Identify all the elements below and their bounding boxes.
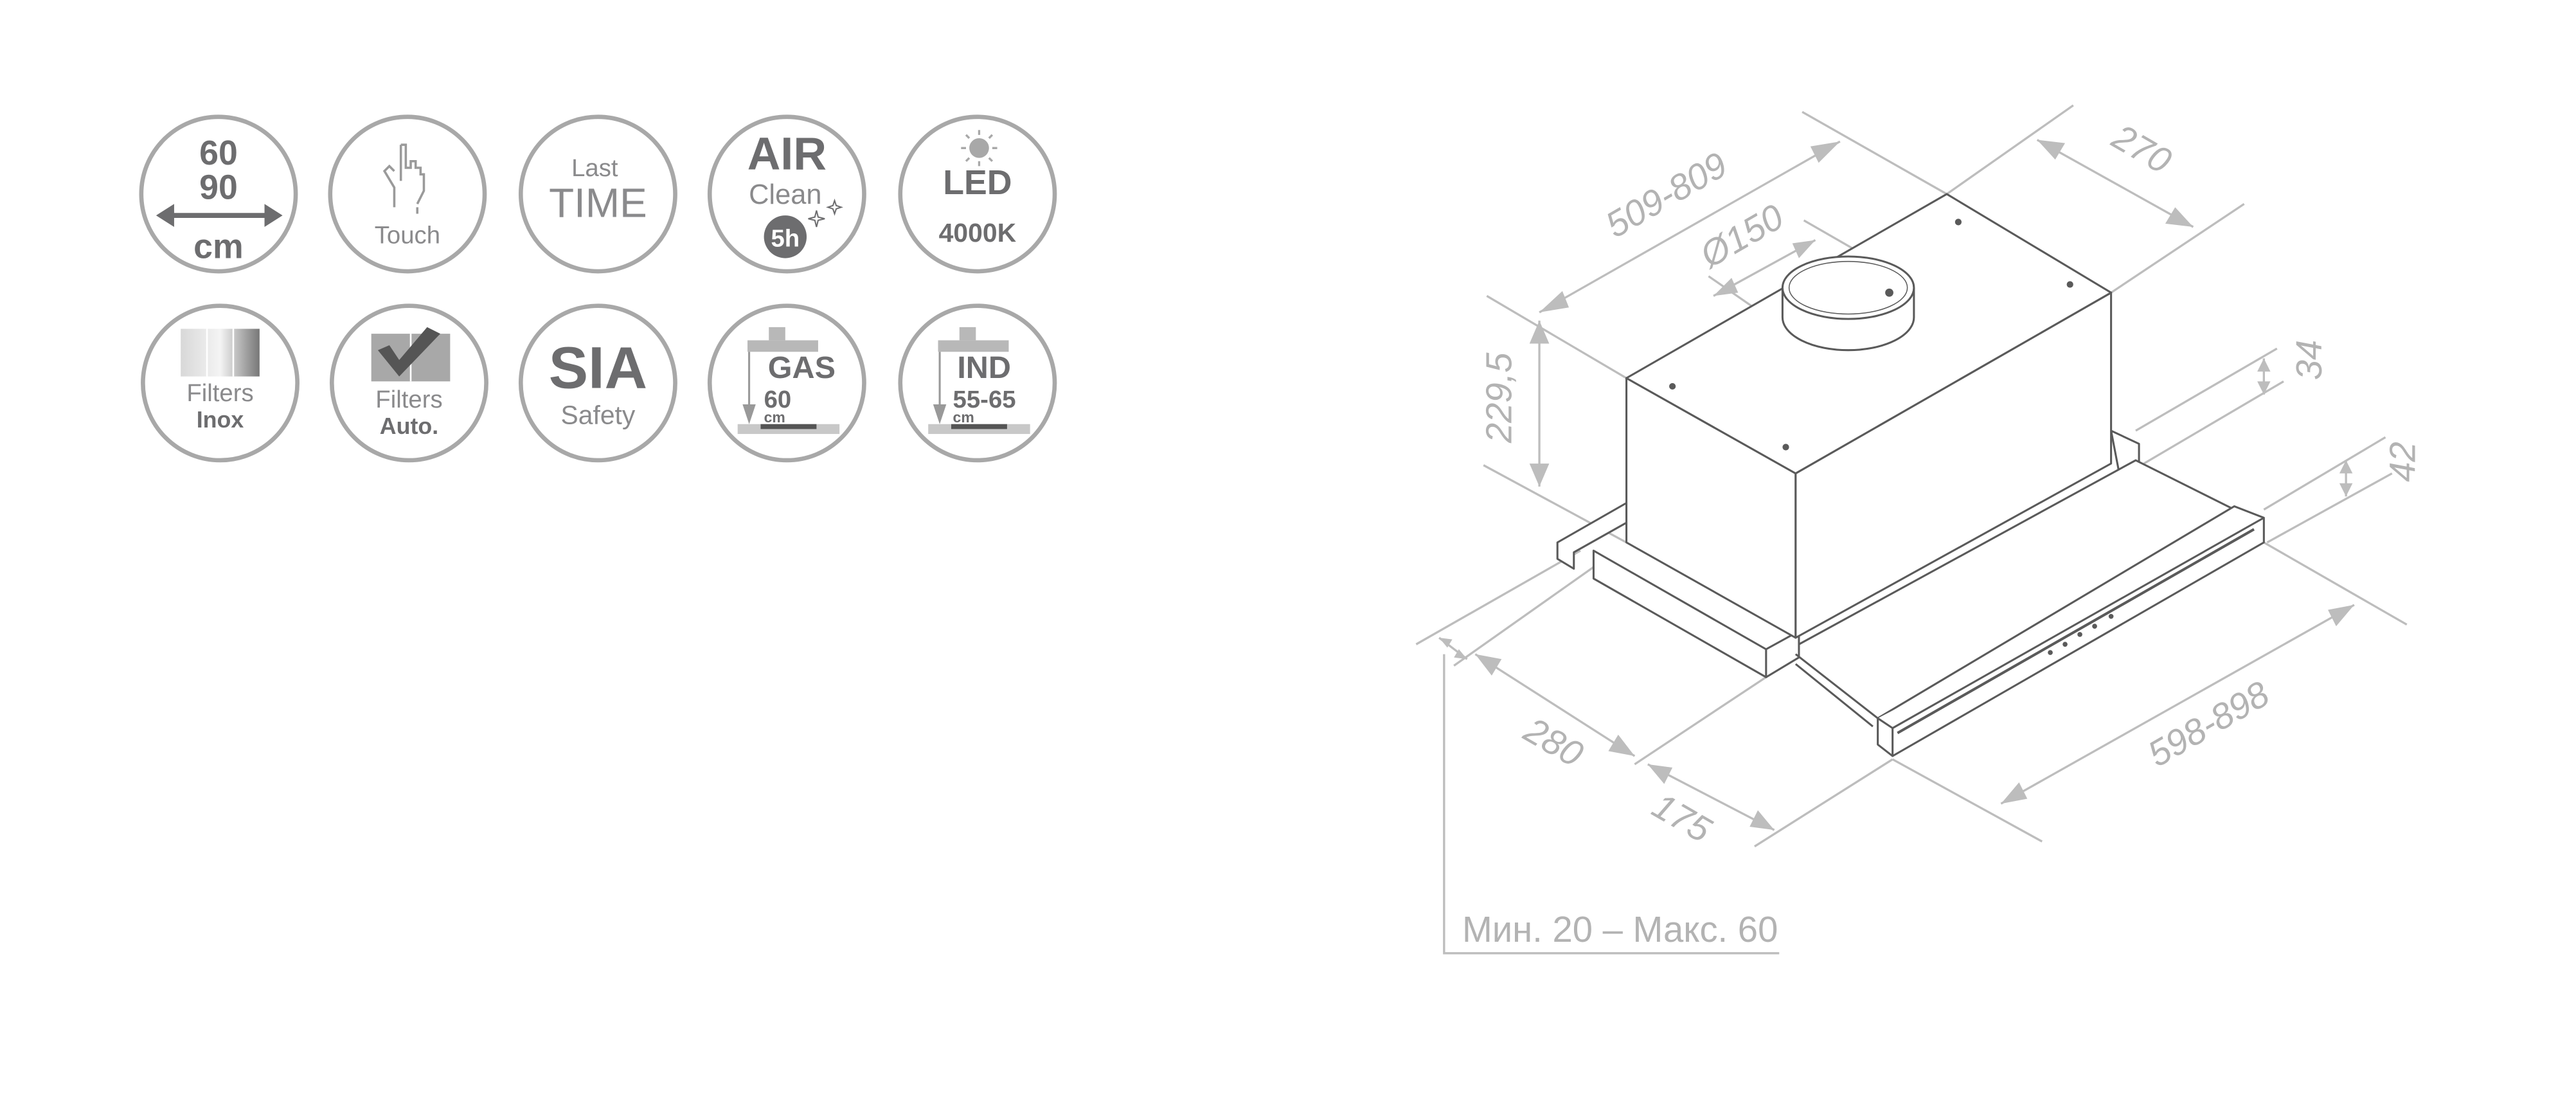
- dimension-42: 42: [2382, 442, 2422, 482]
- metal-filter-icon: [181, 328, 260, 377]
- sun-icon: [961, 130, 997, 166]
- min-max-note: Мин. 20 – Макс. 60: [1462, 909, 1778, 950]
- sia-label: SIA: [549, 335, 647, 401]
- hood-height-icon: [928, 327, 1030, 435]
- time-label: TIME: [549, 180, 647, 226]
- inox-label: Inox: [197, 407, 244, 433]
- feature-icon-induction: IND 55-65 cm: [898, 303, 1057, 463]
- sparkle-icon: [808, 198, 843, 228]
- feature-icon-sia-safety: SIA Safety: [518, 303, 677, 463]
- gas-label: GAS: [768, 350, 836, 385]
- duct-diameter-dimension: Ø150: [1692, 196, 1790, 276]
- width-60-label: 60: [199, 134, 238, 172]
- body-depth-dimension: 270: [2105, 116, 2178, 181]
- feature-icon-gas: GAS 60 cm: [707, 303, 866, 463]
- feature-icon-filters-auto: Filters Auto.: [330, 303, 488, 463]
- led-label: LED: [943, 163, 1012, 202]
- feature-icon-width: 60 90 cm: [139, 114, 298, 274]
- hood-height-icon: [737, 327, 840, 435]
- last-label: Last: [571, 154, 618, 182]
- feature-icon-last-time: Last TIME: [518, 114, 677, 274]
- feature-icon-led: LED 4000K: [898, 114, 1057, 274]
- five-hours-badge: 5h: [771, 225, 800, 253]
- ind-label: IND: [957, 350, 1011, 385]
- feature-icon-touch: Touch: [328, 114, 487, 274]
- double-arrow-icon: [156, 204, 283, 227]
- dimension-lines: [1415, 104, 2408, 955]
- width-range-dimension: 598-898: [2141, 673, 2276, 775]
- screw-dots: [1669, 219, 2073, 451]
- width-90-label: 90: [199, 168, 238, 207]
- hood-drawing: [1556, 193, 2265, 757]
- height-dimension: 229,5: [1479, 352, 1519, 444]
- auto-label: Auto.: [380, 413, 438, 439]
- dimension-280: 280: [1517, 709, 1590, 775]
- color-temperature-label: 4000K: [939, 218, 1017, 248]
- safety-label: Safety: [560, 401, 635, 430]
- front-drawer-bar: [1877, 505, 2265, 757]
- dimension-34: 34: [2289, 340, 2329, 381]
- gas-distance-label: 60: [764, 386, 792, 413]
- ind-unit-label: cm: [953, 409, 974, 426]
- clean-label: Clean: [749, 179, 822, 210]
- gas-unit-label: cm: [764, 409, 785, 426]
- feature-icon-filters-inox: Filters Inox: [141, 303, 300, 463]
- pointing-hand-icon: [382, 143, 425, 214]
- feature-icon-air-clean: AIR Clean 5h: [707, 114, 866, 274]
- width-unit-label: cm: [193, 228, 244, 266]
- filters-label: Filters: [186, 379, 253, 407]
- touch-label: Touch: [375, 222, 440, 249]
- ind-distance-label: 55-65: [953, 386, 1016, 413]
- checkmark-icon: [377, 327, 441, 377]
- filters-label: Filters: [375, 386, 442, 413]
- air-label: AIR: [747, 129, 827, 180]
- control-buttons: [2048, 613, 2114, 655]
- duct-collar: [1781, 255, 1915, 352]
